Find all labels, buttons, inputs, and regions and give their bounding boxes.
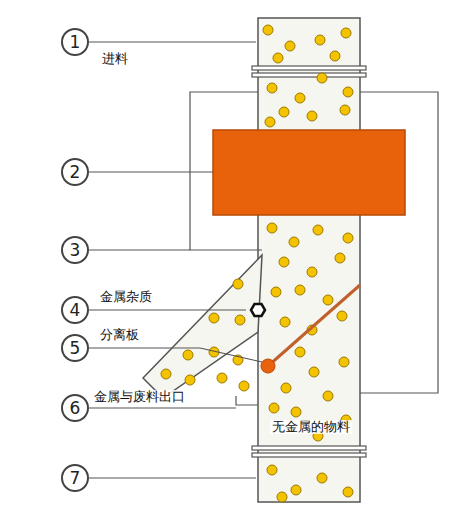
material-particles: [161, 25, 353, 502]
particle: [343, 233, 353, 243]
flange: [252, 446, 366, 450]
particle: [279, 257, 289, 267]
particle: [161, 369, 171, 379]
pivot: [261, 359, 275, 373]
leader-line: [89, 249, 190, 250]
particle: [267, 83, 277, 93]
callout-number: 3: [70, 242, 81, 259]
particle: [235, 315, 245, 325]
callout-number: 6: [61, 394, 89, 422]
leader-line: [89, 309, 246, 310]
particle: [323, 391, 333, 401]
callout-number: 7: [70, 470, 81, 487]
leader-line: [200, 348, 262, 362]
metal-detector: [213, 130, 405, 215]
particle: [315, 35, 325, 45]
particle: [277, 492, 287, 502]
flange: [252, 66, 366, 70]
particle: [307, 111, 317, 121]
particle: [339, 357, 349, 367]
callout-number: 5: [70, 340, 81, 357]
particle: [337, 311, 347, 321]
particle: [295, 285, 305, 295]
particle: [273, 53, 283, 63]
particle: [239, 381, 249, 391]
particle: [317, 73, 327, 83]
leader-line: [89, 347, 200, 348]
particle: [185, 375, 195, 385]
particle: [265, 117, 275, 127]
particle: [271, 287, 281, 297]
particle: [343, 87, 353, 97]
part-label: 分离板: [98, 328, 141, 342]
particle: [217, 373, 227, 383]
callout-number: 1: [61, 28, 89, 56]
particle: [291, 407, 301, 417]
particle: [309, 367, 319, 377]
callout-number: 2: [61, 158, 89, 186]
leader-line: [89, 41, 256, 42]
particle: [281, 383, 291, 393]
particle: [341, 28, 351, 38]
callout-number: 3: [61, 236, 89, 264]
particle: [317, 473, 327, 483]
part-label: 金属杂质: [98, 290, 154, 304]
pipe: [258, 18, 360, 502]
particle: [267, 465, 277, 475]
particle: [209, 313, 219, 323]
particle: [285, 41, 295, 51]
particle: [295, 347, 305, 357]
flange: [252, 453, 366, 457]
particle: [289, 237, 299, 247]
particle: [335, 253, 345, 263]
callout-number: 1: [70, 34, 81, 51]
particle: [291, 485, 301, 495]
particle: [267, 223, 277, 233]
particle: [233, 279, 243, 289]
leader-line: [89, 477, 256, 478]
particle: [183, 350, 193, 360]
particle: [330, 51, 340, 61]
callout-number: 7: [61, 464, 89, 492]
particle: [313, 225, 323, 235]
callout-number: 4: [61, 296, 89, 324]
part-label: 无金属的物料: [270, 420, 352, 434]
leader-lines: [89, 42, 262, 478]
callout-number: 5: [61, 334, 89, 362]
particle: [279, 107, 289, 117]
callout-number: 2: [70, 164, 81, 181]
particle: [280, 317, 290, 327]
particle: [340, 105, 350, 115]
leader-line: [89, 171, 213, 172]
part-label: 进料: [100, 52, 130, 66]
particle: [343, 487, 353, 497]
metal-impurity: [251, 304, 265, 316]
leader-line: [89, 407, 236, 408]
particle: [323, 295, 333, 305]
callout-number: 6: [70, 400, 81, 417]
housing-frame: [236, 396, 258, 405]
part-label: 金属与废料出口: [92, 390, 187, 404]
particle: [269, 403, 279, 413]
particle: [295, 93, 305, 103]
callout-number: 4: [70, 302, 81, 319]
flange: [252, 73, 366, 77]
discharge-chute: [143, 255, 262, 398]
particle: [307, 267, 317, 277]
separation-plate: [268, 285, 360, 366]
particle: [263, 25, 273, 35]
